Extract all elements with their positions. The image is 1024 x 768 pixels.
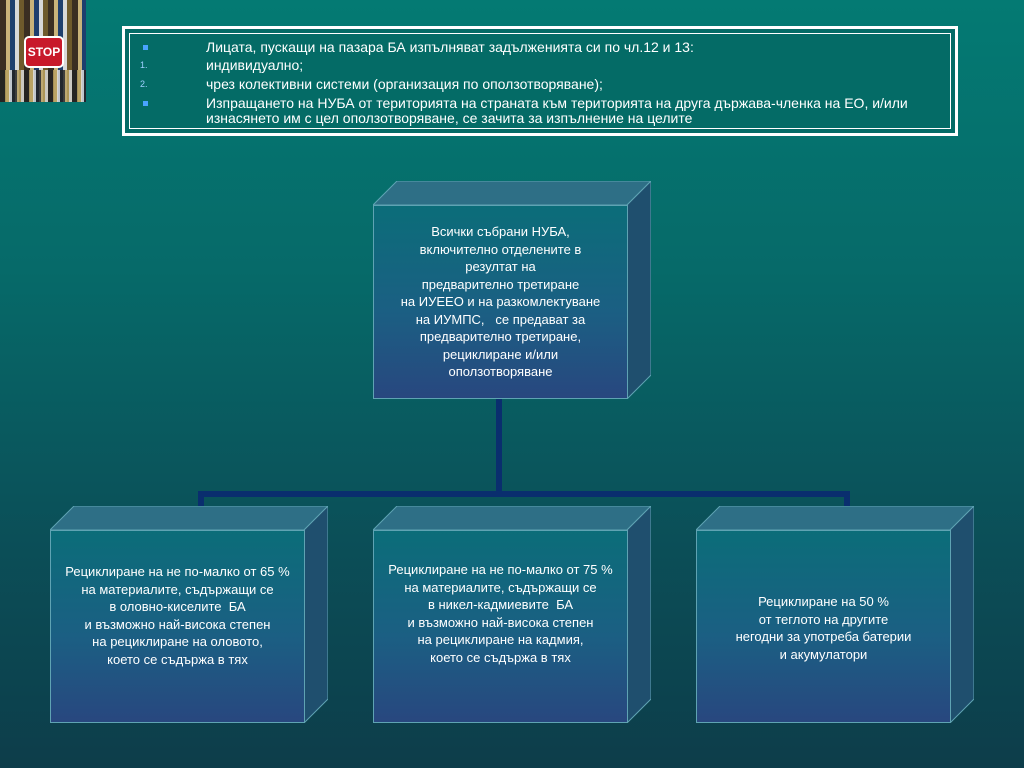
box-text-line: резултат на xyxy=(465,259,536,275)
box-text-line: в никел-кадмиевите БА xyxy=(427,597,574,612)
box-text-line: Рециклиране на не по-малко от 65 % xyxy=(65,564,290,579)
box-side-face xyxy=(626,181,651,399)
list-number: 2. xyxy=(140,79,148,89)
stop-sign-icon: STOP xyxy=(24,36,64,68)
box-text-line: Рециклиране на 50 % xyxy=(758,594,889,609)
box-text-line: от теглото на другите xyxy=(758,611,889,627)
box-text-line: на ИУМПС, се предават за xyxy=(415,311,586,327)
box-text-line: в оловно-киселите БА xyxy=(109,599,246,614)
header-text-inner: Лицата, пускащи на пазара БА изпълняват … xyxy=(129,33,951,129)
top-diagram-box: Всички събрани НУБА, включително отделен… xyxy=(373,181,651,399)
list-item-text: Лицата, пускащи на пазара БА изпълняват … xyxy=(206,39,694,55)
box-text-line: Всички събрани НУБА, xyxy=(431,224,570,240)
bottom-box-lead-acid: Рециклиране на не по-малко от 65 % на ма… xyxy=(50,506,328,723)
list-number: 1. xyxy=(140,60,148,70)
box-top-face xyxy=(696,506,974,531)
box-text-line: Рециклиране на не по-малко от 75 % xyxy=(388,562,613,577)
box-text-line: включително отделените в xyxy=(419,241,582,257)
box-3d-faces xyxy=(50,506,328,723)
bottom-box-other-batteries: Рециклиране на 50 % от теглото на другит… xyxy=(696,506,974,723)
box-side-face xyxy=(626,506,651,723)
box-text-line: предварително третиране, xyxy=(419,329,582,345)
box-top-face xyxy=(373,506,651,531)
box-text-line: негодни за употреба батерии xyxy=(735,629,912,644)
list-item-text: изнасянето им с цел оползотворяване, се … xyxy=(206,110,693,126)
battery-stop-image: STOP xyxy=(0,0,86,102)
box-text-line: оползотворяване xyxy=(448,364,553,380)
box-side-face xyxy=(949,506,974,723)
box-top-face xyxy=(50,506,328,531)
box-text-line: на материалите, съдържащи се xyxy=(81,581,274,597)
box-text-line: и възможно най-висока степен xyxy=(84,616,271,632)
box-text-line: на рециклиране на кадмия, xyxy=(417,632,584,647)
box-3d-faces xyxy=(373,506,651,723)
box-text-line: което се съдържа в тях xyxy=(107,651,248,667)
box-text-line: и акумулатори xyxy=(779,646,868,662)
nickel-cadmium-box-text: Рециклиране на не по-малко от 75 % на ма… xyxy=(373,530,628,723)
box-text-line: на материалите, съдържащи се xyxy=(404,579,597,595)
box-text-line: на рециклиране на оловото, xyxy=(92,634,263,649)
box-top-face xyxy=(373,181,651,206)
box-text-line: на ИУЕЕО и на разкомлектуване xyxy=(400,294,601,310)
list-item-text: чрез колективни системи (организация по … xyxy=(206,76,603,92)
list-item-text: Изпращането на НУБА от територията на ст… xyxy=(206,95,908,111)
box-text-line: предварително третиране xyxy=(421,276,580,292)
top-box-text: Всички събрани НУБА, включително отделен… xyxy=(373,205,628,399)
list-item-text: индивидуално; xyxy=(206,57,304,73)
box-text-line: и възможно най-висока степен xyxy=(407,614,594,630)
box-text-line: рециклиране и/или xyxy=(442,346,559,362)
bottom-box-nickel-cadmium: Рециклиране на не по-малко от 75 % на ма… xyxy=(373,506,651,723)
box-3d-faces xyxy=(696,506,974,723)
box-text-line: което се съдържа в тях xyxy=(430,649,571,665)
other-batteries-box-text: Рециклиране на 50 % от теглото на другит… xyxy=(696,530,951,723)
box-side-face xyxy=(303,506,328,723)
lead-acid-box-text: Рециклиране на не по-малко от 65 % на ма… xyxy=(50,530,305,723)
header-text-box: Лицата, пускащи на пазара БА изпълняват … xyxy=(122,26,958,136)
